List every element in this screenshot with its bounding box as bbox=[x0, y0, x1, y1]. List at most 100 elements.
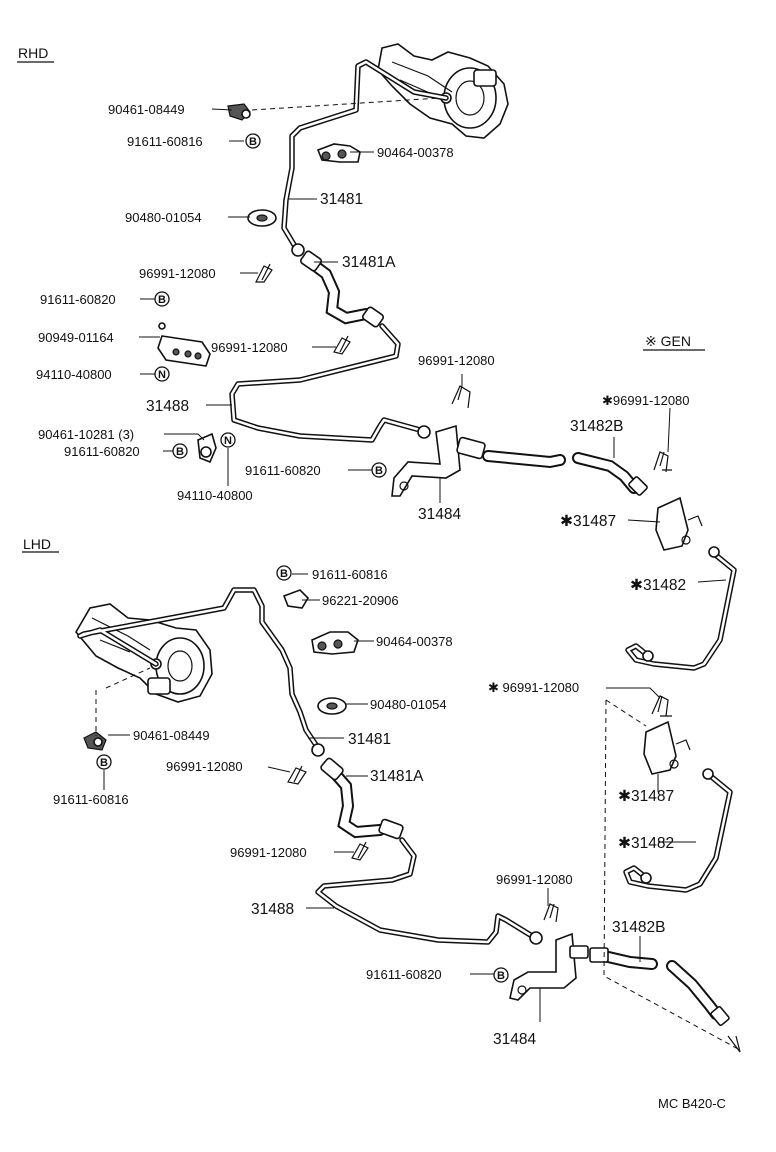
label-rhd-90461-10281: 90461-10281 (3) bbox=[38, 427, 134, 442]
rhd-clip-96991-12080-a bbox=[255, 263, 273, 283]
section-header-gen: ※ GEN bbox=[643, 333, 705, 351]
label-lhd-31484: 31484 bbox=[493, 1031, 536, 1048]
labels: 90461-08449 91611-60816 90464-00378 3148… bbox=[36, 102, 726, 1111]
svg-text:B: B bbox=[249, 136, 257, 148]
rhd-clip-96991-12080-b bbox=[333, 335, 351, 355]
lhd-clip-96991-12080-b bbox=[351, 841, 369, 861]
rhd-leaders bbox=[139, 97, 463, 503]
lhd-leaders bbox=[95, 573, 741, 1053]
label-lhd-96221-20906: 96221-20906 bbox=[322, 593, 399, 608]
lhd-clip-96991-12080-c bbox=[543, 903, 559, 923]
label-rhd-91611-60820-c: 91611-60820 bbox=[245, 463, 321, 478]
gen-rhd-bracket-31487 bbox=[655, 496, 703, 551]
label-lhd-96991-12080-a: 96991-12080 bbox=[166, 759, 243, 774]
svg-text:B: B bbox=[375, 465, 383, 477]
label-lhd-31481: 31481 bbox=[348, 731, 391, 748]
section-header-lhd: LHD bbox=[22, 536, 59, 553]
rhd-assembly bbox=[139, 43, 509, 503]
lhd-pipe-31488 bbox=[315, 837, 543, 945]
rhd-clip-96991-12080-c bbox=[451, 385, 471, 409]
label-rhd-31488: 31488 bbox=[146, 398, 189, 415]
lhd-title: LHD bbox=[23, 536, 51, 552]
rhd-master-cylinder bbox=[377, 43, 509, 139]
label-lhd-90480-01054: 90480-01054 bbox=[370, 697, 447, 712]
svg-text:N: N bbox=[224, 435, 232, 447]
label-rhd-31481A: 31481A bbox=[342, 254, 396, 271]
label-rhd-90949-01164: 90949-01164 bbox=[38, 330, 114, 345]
gen-rhd-assembly bbox=[482, 407, 737, 671]
label-rhd-31481: 31481 bbox=[320, 191, 363, 208]
lhd-gen-clip-96991-12080 bbox=[651, 695, 672, 717]
label-rhd-96991-12080-a: 96991-12080 bbox=[139, 266, 216, 281]
label-rhd-91611-60820-a: 91611-60820 bbox=[40, 292, 116, 307]
gen-rhd-leaders bbox=[613, 407, 727, 583]
label-rhd-96991-12080-b: 96991-12080 bbox=[211, 340, 288, 355]
rhd-title: RHD bbox=[18, 45, 48, 61]
label-lhd-gen-96991-12080: ✱ 96991-12080 bbox=[488, 680, 579, 695]
lhd-bolt-90461-08449 bbox=[83, 731, 107, 751]
lhd-clip-96991-12080-a bbox=[287, 765, 307, 785]
rhd-junction-90949-01164 bbox=[157, 322, 211, 367]
badge-b-lhd-91611-60816-a: B bbox=[276, 565, 292, 581]
label-gen-96991-12080: ✱96991-12080 bbox=[602, 393, 690, 408]
label-rhd-94110-40800-a: 94110-40800 bbox=[36, 367, 112, 382]
lhd-gen-bracket-31487 bbox=[643, 720, 691, 775]
badge-b-rhd-91611-60820-c: B bbox=[371, 462, 387, 478]
label-rhd-90461-08449: 90461-08449 bbox=[108, 102, 185, 117]
badge-b-lhd-91611-60820: B bbox=[493, 967, 509, 983]
lhd-clamp-96221-20906 bbox=[282, 589, 310, 609]
rhd-bolt-90461-10281 bbox=[197, 432, 217, 464]
label-rhd-90480-01054: 90480-01054 bbox=[125, 210, 202, 225]
label-rhd-91611-60816: 91611-60816 bbox=[127, 134, 203, 149]
svg-text:B: B bbox=[100, 757, 108, 769]
label-lhd-31482B: 31482B bbox=[612, 919, 665, 936]
svg-text:B: B bbox=[280, 568, 288, 580]
rhd-clamp-90464-00378 bbox=[316, 143, 361, 163]
label-gen-31487: ✱31487 bbox=[560, 513, 616, 530]
label-rhd-31484: 31484 bbox=[418, 506, 461, 523]
rhd-pipe-31488 bbox=[229, 323, 431, 443]
label-rhd-94110-40800-b: 94110-40800 bbox=[177, 488, 253, 503]
label-lhd-90461-08449: 90461-08449 bbox=[133, 728, 210, 743]
gen-rhd-hose-31482B bbox=[482, 450, 648, 496]
label-lhd-96991-12080-c: 96991-12080 bbox=[496, 872, 573, 887]
svg-text:N: N bbox=[158, 369, 166, 381]
lhd-bracket-31484 bbox=[509, 932, 589, 1001]
label-lhd-31482: ✱31482 bbox=[618, 835, 674, 852]
label-rhd-91611-60820-b: 91611-60820 bbox=[64, 444, 140, 459]
badge-b-lhd-91611-60816-b: B bbox=[96, 754, 112, 770]
svg-text:B: B bbox=[158, 294, 166, 306]
lhd-clamp-90480-01054 bbox=[317, 697, 347, 715]
label-lhd-31487: ✱31487 bbox=[618, 788, 674, 805]
lhd-assembly bbox=[75, 573, 741, 1053]
svg-text:B: B bbox=[176, 446, 184, 458]
lhd-pipe-31481 bbox=[77, 587, 325, 757]
rhd-pipe-31481 bbox=[281, 59, 449, 257]
lhd-hose-31481A bbox=[320, 757, 404, 840]
label-lhd-91611-60820: 91611-60820 bbox=[366, 967, 442, 982]
gen-rhd-pipe-31482 bbox=[625, 546, 737, 671]
label-lhd-91611-60816-a: 91611-60816 bbox=[312, 567, 388, 582]
label-lhd-31481A: 31481A bbox=[370, 768, 424, 785]
lhd-master-cylinder bbox=[75, 603, 213, 703]
rhd-bolt-90461-08449 bbox=[227, 103, 251, 121]
rhd-hose-31481A bbox=[299, 250, 385, 328]
gen-rhd-clip-96991-12080 bbox=[653, 451, 672, 473]
badge-b-rhd-91611-60820-b: B bbox=[172, 443, 188, 459]
label-gen-31482: ✱31482 bbox=[630, 577, 686, 594]
label-rhd-90464-00378: 90464-00378 bbox=[377, 145, 454, 160]
rhd-bracket-31484 bbox=[391, 424, 486, 497]
gen-title: ※ GEN bbox=[645, 333, 691, 349]
lhd-hose-31482B bbox=[589, 947, 730, 1026]
section-header-rhd: RHD bbox=[17, 45, 54, 63]
label-gen-31482B: 31482B bbox=[570, 418, 623, 435]
label-rhd-96991-12080-c: 96991-12080 bbox=[418, 353, 495, 368]
svg-text:B: B bbox=[497, 970, 505, 982]
diagram-code: MC B420-C bbox=[658, 1096, 726, 1111]
label-lhd-96991-12080-b: 96991-12080 bbox=[230, 845, 307, 860]
badge-n-rhd-94110-40800-b: N bbox=[220, 432, 236, 448]
label-lhd-91611-60816-b: 91611-60816 bbox=[53, 792, 129, 807]
rhd-clamp-90480-01054 bbox=[247, 209, 277, 227]
label-lhd-31488: 31488 bbox=[251, 901, 294, 918]
